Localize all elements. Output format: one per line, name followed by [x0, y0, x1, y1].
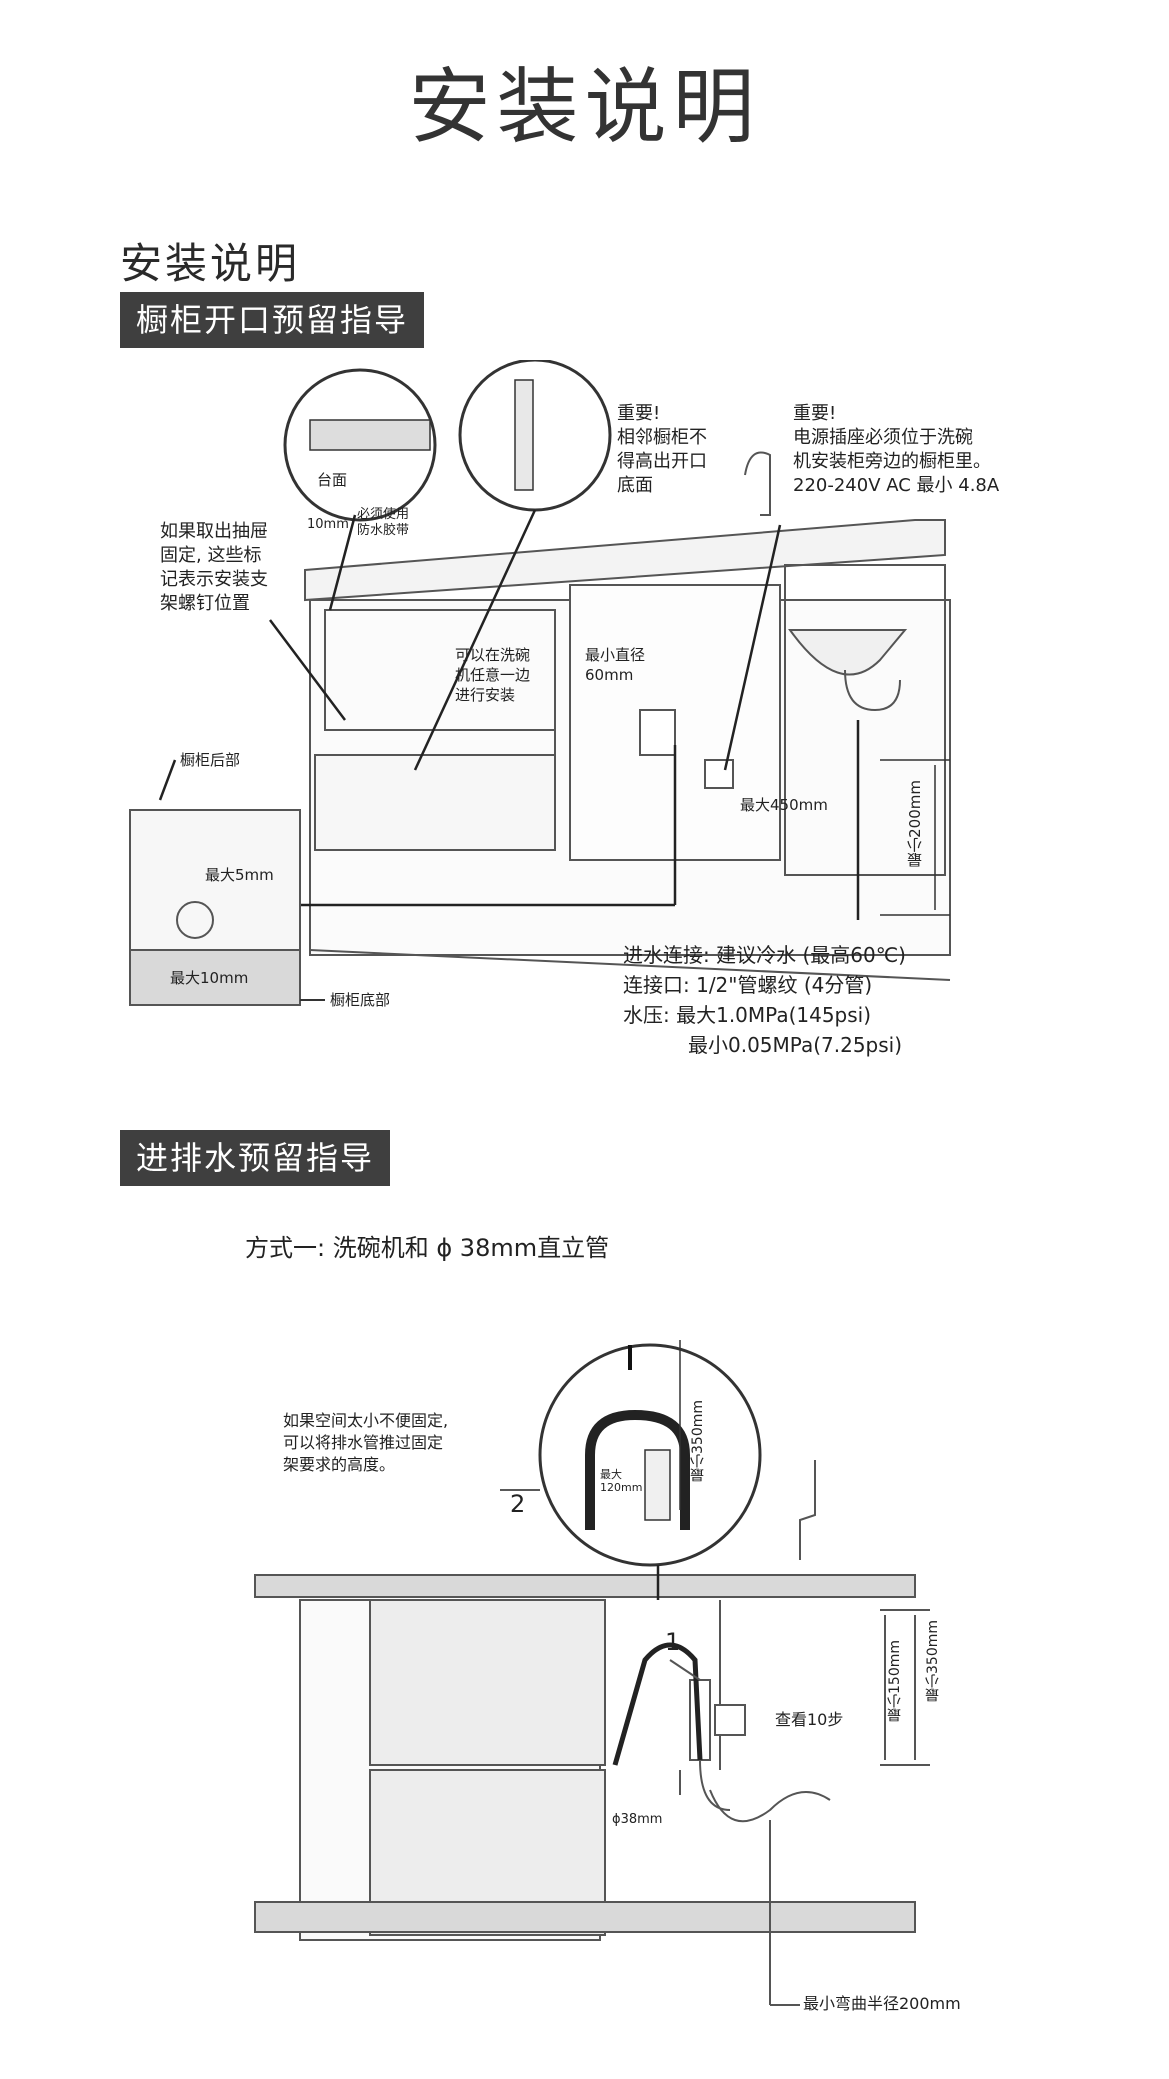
step-number-2: 2 — [510, 1490, 526, 1518]
note-line: 连接口: 1/2"管螺纹 (4分管) — [623, 973, 873, 997]
note-line: 机安装柜旁边的橱柜里。 — [793, 451, 991, 472]
note-line: 架要求的高度。 — [283, 1455, 396, 1474]
note-line: 如果空间太小不便固定, — [283, 1411, 449, 1430]
note-line: 机任意一边 — [455, 666, 531, 684]
drainage-diagram — [254, 1340, 930, 2006]
note-line: 最大 — [600, 1468, 622, 1481]
note-line: 必须使用 — [357, 507, 410, 522]
label-min-200: 最小200mm — [906, 780, 924, 868]
label-min-150: 最小150mm — [887, 1640, 903, 1722]
note-line: 如果取出抽屉 — [160, 521, 268, 542]
section-bar-water: 进排水预留指导 — [120, 1130, 391, 1186]
note-line: 最小0.05MPa(7.25psi) — [688, 1033, 903, 1057]
label-min-350-detail: 最小350mm — [690, 1400, 706, 1482]
note-line: 底面 — [617, 475, 653, 496]
note-line: 记表示安装支 — [160, 569, 268, 590]
note-adjacent-cabinet: 重要! 相邻橱柜不 得高出开口 底面 — [617, 402, 707, 498]
note-line: 相邻橱柜不 — [617, 427, 707, 448]
cabinet-opening-diagram — [129, 360, 951, 1006]
note-line: 固定, 这些标 — [160, 545, 262, 566]
label-cabinet-bottom: 橱柜底部 — [330, 991, 391, 1009]
water-connection-notes: 进水连接: 建议冷水 (最高60℃) 连接口: 1/2"管螺纹 (4分管) 水压… — [623, 940, 906, 1060]
label-countertop: 台面 — [317, 471, 348, 489]
page-title: 安装说明 — [408, 60, 761, 155]
note-line: 防水胶带 — [357, 523, 410, 538]
label-cabinet-back: 橱柜后部 — [180, 751, 241, 769]
note-line: 重要! — [793, 403, 837, 424]
label-tape: 必须使用 防水胶带 — [357, 507, 409, 539]
label-max-450: 最大450mm — [740, 796, 828, 814]
label-max-5: 最大5mm — [205, 866, 274, 884]
label-max-120: 最大 120mm — [600, 1468, 642, 1494]
label-max-10: 最大10mm — [170, 969, 249, 987]
section-bar-cabinet: 橱柜开口预留指导 — [120, 292, 425, 348]
step-number-1: 1 — [665, 1628, 681, 1656]
note-line: 架螺钉位置 — [160, 593, 250, 614]
note-either-side: 可以在洗碗 机任意一边 进行安装 — [455, 645, 530, 705]
note-line: 得高出开口 — [617, 451, 707, 472]
note-line: 水压: 最大1.0MPa(145psi) — [623, 1003, 872, 1027]
note-power-socket: 重要! 电源插座必须位于洗碗 机安装柜旁边的橱柜里。 220-240V AC 最… — [793, 402, 999, 498]
note-line: 进行安装 — [455, 686, 516, 704]
method-one-label: 方式一: 洗碗机和 ϕ 38mm直立管 — [245, 1234, 610, 1262]
note-line: 重要! — [617, 403, 661, 424]
note-line: 可以在洗碗 — [455, 646, 531, 664]
note-drawer: 如果取出抽屉 固定, 这些标 记表示安装支 架螺钉位置 — [160, 520, 268, 616]
note-line: 60mm — [585, 666, 634, 684]
label-d38: ϕ38mm — [612, 1812, 663, 1827]
label-10mm: 10mm — [307, 517, 349, 532]
section-subtitle: 安装说明 — [120, 239, 301, 288]
note-line: 120mm — [600, 1481, 643, 1494]
note-line: 可以将排水管推过固定 — [283, 1433, 444, 1452]
label-min-bend-radius: 最小弯曲半径200mm — [803, 1994, 961, 2013]
label-see-step-10: 查看10步 — [775, 1710, 844, 1729]
note-line: 电源插座必须位于洗碗 — [793, 427, 973, 448]
note-min-diameter: 最小直径 60mm — [585, 645, 645, 685]
note-line: 最小直径 — [585, 646, 646, 664]
label-min-350: 最小350mm — [925, 1620, 941, 1702]
note-line: 220-240V AC 最小 4.8A — [793, 475, 1000, 496]
note-space-small: 如果空间太小不便固定, 可以将排水管推过固定 架要求的高度。 — [283, 1410, 448, 1476]
note-line: 进水连接: 建议冷水 (最高60℃) — [623, 943, 906, 967]
